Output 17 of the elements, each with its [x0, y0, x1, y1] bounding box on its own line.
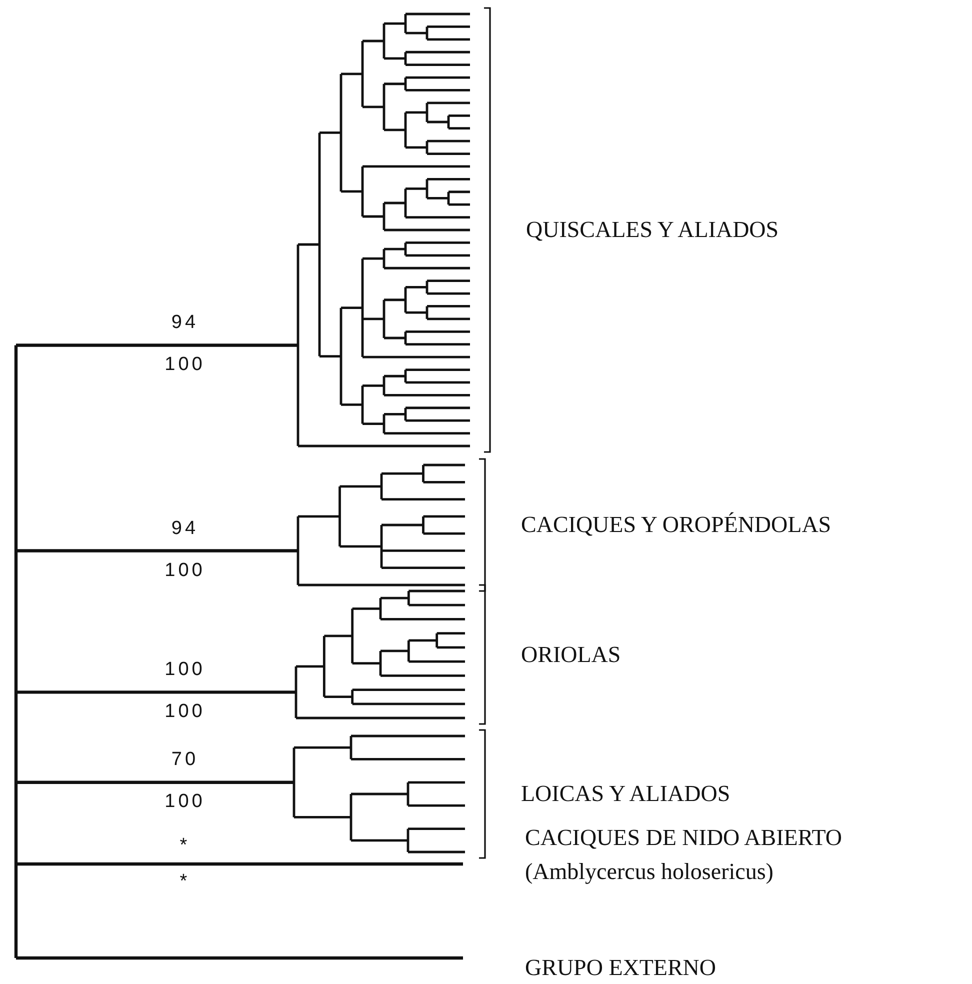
support-value: 100: [164, 792, 206, 812]
clade-name: CACIQUES DE NIDO ABIERTO: [525, 826, 842, 849]
support-mark: *: [180, 872, 190, 891]
support-value: 70: [171, 750, 199, 770]
species-name: (Amblycercus holosericus): [525, 860, 774, 883]
clade-name: QUISCALES Y ALIADOS: [526, 218, 779, 241]
support-value: 94: [171, 313, 199, 332]
support-value: 100: [164, 355, 206, 374]
support-value: 100: [164, 660, 206, 680]
support-value: 100: [164, 560, 206, 580]
clade-name: ORIOLAS: [521, 642, 621, 666]
clade-name: CACIQUES Y OROPÉNDOLAS: [521, 513, 832, 536]
clade-name: LOICAS Y ALIADOS: [521, 782, 730, 805]
support-value: 94: [171, 518, 199, 538]
support-mark: *: [180, 836, 190, 855]
clade-name: GRUPO EXTERNO: [525, 956, 716, 979]
support-value: 100: [164, 702, 206, 722]
